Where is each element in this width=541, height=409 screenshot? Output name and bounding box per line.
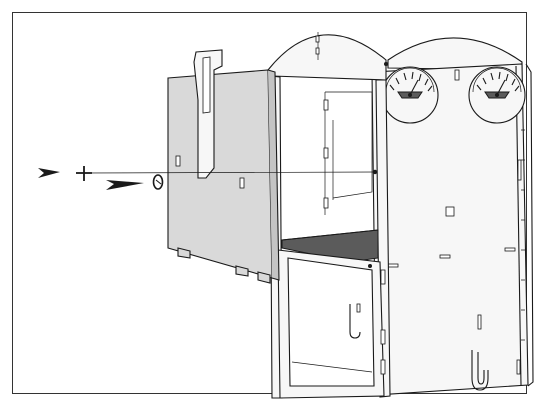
wall-slot	[517, 159, 522, 181]
hinge-tab	[177, 247, 191, 259]
assembly-guide	[81, 171, 376, 174]
frame-slot	[356, 303, 361, 313]
arrow-icon	[38, 168, 60, 178]
wall-slot	[387, 263, 399, 268]
lever-hook	[471, 350, 489, 391]
interior-slot	[323, 197, 329, 209]
front-cab-frame	[267, 32, 391, 399]
wall-slot	[516, 359, 521, 375]
door-panel	[167, 49, 280, 284]
gauge-dial-icon	[468, 66, 526, 124]
lever-hook-inner	[477, 352, 485, 385]
front-roof-arch	[267, 34, 387, 81]
rear-roof-arch	[387, 37, 523, 71]
door-slot	[175, 155, 181, 167]
small-lever	[349, 304, 361, 339]
interior-slot	[323, 147, 329, 159]
frame-slot	[380, 269, 386, 285]
arrow-icon	[106, 180, 144, 190]
interior-back-panel	[325, 91, 373, 199]
screw-icon	[76, 166, 92, 181]
right-wall-thickness	[525, 63, 534, 387]
lower-window-sill	[291, 361, 373, 373]
door-panel-face	[167, 69, 273, 279]
lower-window-opening	[287, 257, 375, 387]
floor-edge	[281, 229, 379, 241]
washer-icon	[152, 174, 164, 190]
assembly-guide-line	[81, 171, 376, 174]
roof-slot	[315, 47, 320, 55]
interior-slot	[323, 99, 329, 111]
wall-slot	[439, 254, 451, 259]
hinge-tab	[235, 265, 249, 277]
right-wall-edge	[515, 65, 522, 386]
wall-slot	[445, 206, 455, 217]
wall-slot	[477, 314, 482, 330]
screw-hole	[384, 62, 388, 66]
frame-slot	[380, 329, 386, 345]
frame-slot	[380, 359, 386, 375]
screw-hole	[368, 264, 372, 268]
door-panel-edge	[267, 69, 280, 281]
gauge-dial-icon	[381, 66, 439, 124]
latch-slot	[202, 56, 211, 114]
door-slot	[239, 177, 245, 189]
hinge-tab	[257, 271, 271, 284]
latch-arm	[193, 49, 223, 179]
wall-slot	[454, 69, 460, 81]
roof-slot	[315, 35, 320, 43]
rear-cab-body	[371, 37, 534, 396]
wall-slot	[504, 247, 516, 252]
